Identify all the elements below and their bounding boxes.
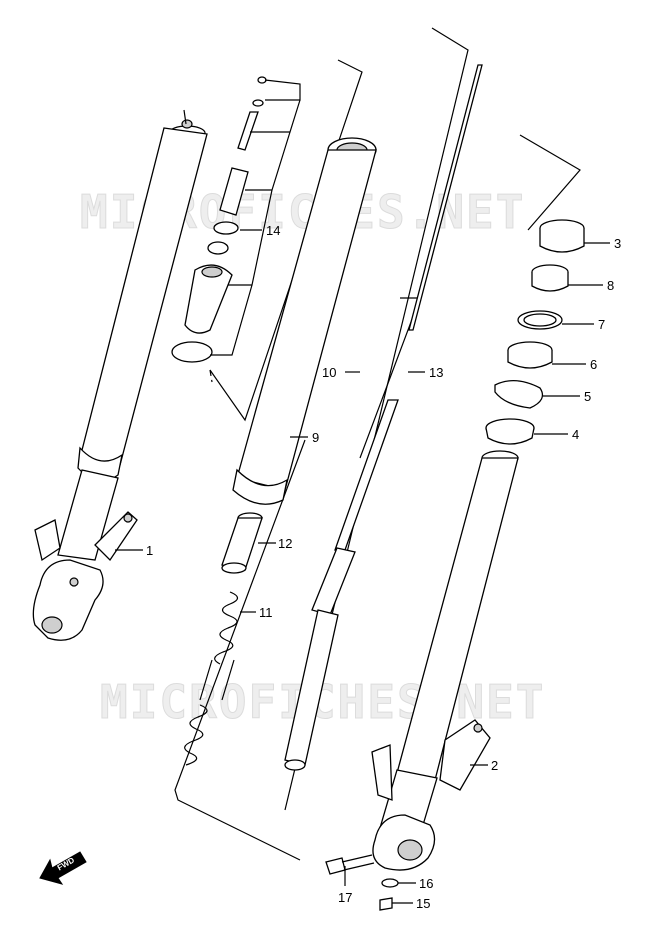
callout-14: 14 — [266, 223, 280, 238]
drain-bolt — [379, 897, 393, 911]
fork-spring — [184, 591, 239, 766]
callout-4: 4 — [572, 427, 579, 442]
callout-2: 2 — [491, 758, 498, 773]
callout-9: 9 — [312, 430, 319, 445]
washer — [381, 878, 399, 888]
frame-right-slider-group — [519, 134, 581, 231]
callout-17: 17 — [338, 890, 352, 905]
fork-leg-left — [32, 109, 208, 641]
callout-12: 12 — [278, 536, 292, 551]
damper-rod — [284, 64, 483, 771]
cartridge-components — [171, 76, 267, 363]
callout-8: 8 — [607, 278, 614, 293]
callout-5: 5 — [584, 389, 591, 404]
frame-spring-group — [174, 439, 306, 861]
callout-15: 15 — [416, 896, 430, 911]
leader-lines — [115, 79, 610, 904]
callout-6: 6 — [590, 357, 597, 372]
axle-bolt — [325, 854, 375, 875]
callout-13: 13 — [429, 365, 443, 380]
seal-stack — [485, 219, 585, 445]
callout-16: 16 — [419, 876, 433, 891]
callout-11: 11 — [259, 605, 273, 620]
spacer — [221, 512, 263, 574]
fwd-arrow-icon: FWD — [39, 851, 87, 885]
callout-3: 3 — [614, 236, 621, 251]
callout-1: 1 — [146, 543, 153, 558]
callout-7: 7 — [598, 317, 605, 332]
outer-tube — [232, 137, 377, 505]
fork-leg-right — [371, 450, 519, 871]
callout-10: 10 — [322, 365, 336, 380]
